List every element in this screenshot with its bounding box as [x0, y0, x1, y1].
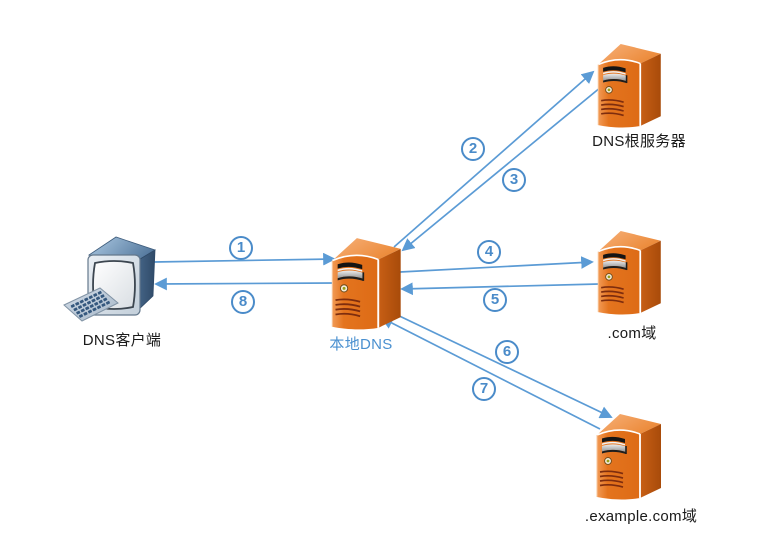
node-label-example-com-domain: .example.com域: [584, 508, 698, 525]
arrow-1-query-client-to-local: [153, 252, 336, 266]
server-icon: [331, 236, 402, 330]
arrow-6-query-local-to-example: [390, 311, 613, 419]
step-badge-6: 6: [495, 340, 519, 364]
node-dns-root: [597, 42, 662, 128]
node-com-domain: [597, 229, 662, 315]
arrow-2-query-local-to-root: [393, 70, 595, 248]
node-local-dns: [331, 236, 402, 330]
arrow-3-response-root-to-local: [401, 86, 602, 252]
server-icon: [596, 412, 662, 500]
arrow-7-response-example-to-local: [380, 317, 601, 430]
node-label-local-dns: 本地DNS: [329, 336, 393, 353]
step-badge-8: 8: [231, 290, 255, 314]
arrow-4-query-local-to-com: [399, 256, 594, 273]
server-icon: [597, 42, 662, 128]
step-badge-3: 3: [502, 168, 526, 192]
workstation-icon: [62, 233, 162, 328]
arrow-5-response-com-to-local: [400, 282, 600, 296]
step-badge-5: 5: [483, 288, 507, 312]
step-badge-4: 4: [477, 240, 501, 264]
node-dns-client: [62, 233, 162, 328]
server-icon: [597, 229, 662, 315]
step-badge-1: 1: [229, 236, 253, 260]
node-label-com-domain: .com域: [607, 325, 657, 342]
node-label-dns-client: DNS客户端: [82, 332, 162, 349]
step-badge-7: 7: [472, 377, 496, 401]
step-badge-2: 2: [461, 137, 485, 161]
arrow-8-response-local-to-client: [154, 277, 337, 291]
node-example-com-domain: [596, 412, 662, 500]
node-label-dns-root: DNS根服务器: [592, 133, 686, 150]
